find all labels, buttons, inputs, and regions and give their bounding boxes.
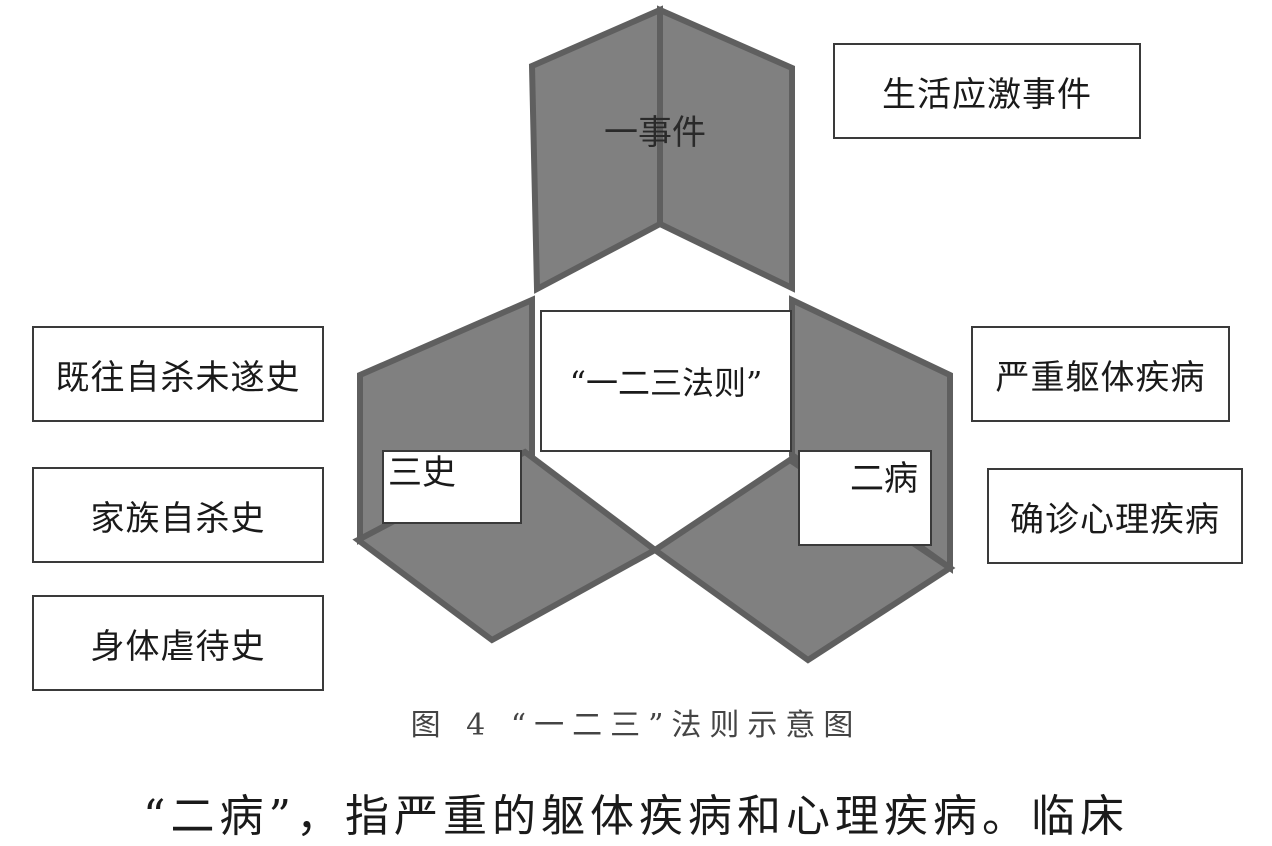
right-box-mental-disease: 确诊心理疾病 [987,468,1243,564]
top-event-label: 一事件 [604,113,706,153]
right-label-box [798,450,932,546]
left-box-label: 家族自杀史 [90,498,266,539]
bottom-right-diamond [649,456,956,664]
center-rule-box: “一二三法则” [540,310,792,452]
right-box-physical-disease: 严重躯体疾病 [971,326,1230,422]
left-box-physical-abuse: 身体虐待史 [32,595,324,691]
top-right-panel [657,5,795,293]
left-box-label: 身体虐待史 [90,626,266,667]
left-label-box [382,450,522,524]
left-box-family-suicide: 家族自杀史 [32,467,324,563]
two-disease-label: 二病 [850,459,918,499]
figure-caption: 图 4 “一二三”法则示意图 [410,708,862,743]
left-box-suicide-attempt: 既往自杀未遂史 [32,326,324,422]
center-rule-label: “一二三法则” [569,364,763,402]
right-box-label: 严重躯体疾病 [995,357,1206,398]
life-stress-event-box: 生活应激事件 [833,43,1141,139]
body-paragraph: “二病”，指严重的躯体疾病和心理疾病。临床 [143,791,1129,842]
left-box-label: 既往自杀未遂史 [55,357,301,398]
right-box-label: 确诊心理疾病 [1010,499,1220,540]
life-stress-event-label: 生活应激事件 [882,74,1092,115]
three-history-label: 三史 [388,453,456,493]
